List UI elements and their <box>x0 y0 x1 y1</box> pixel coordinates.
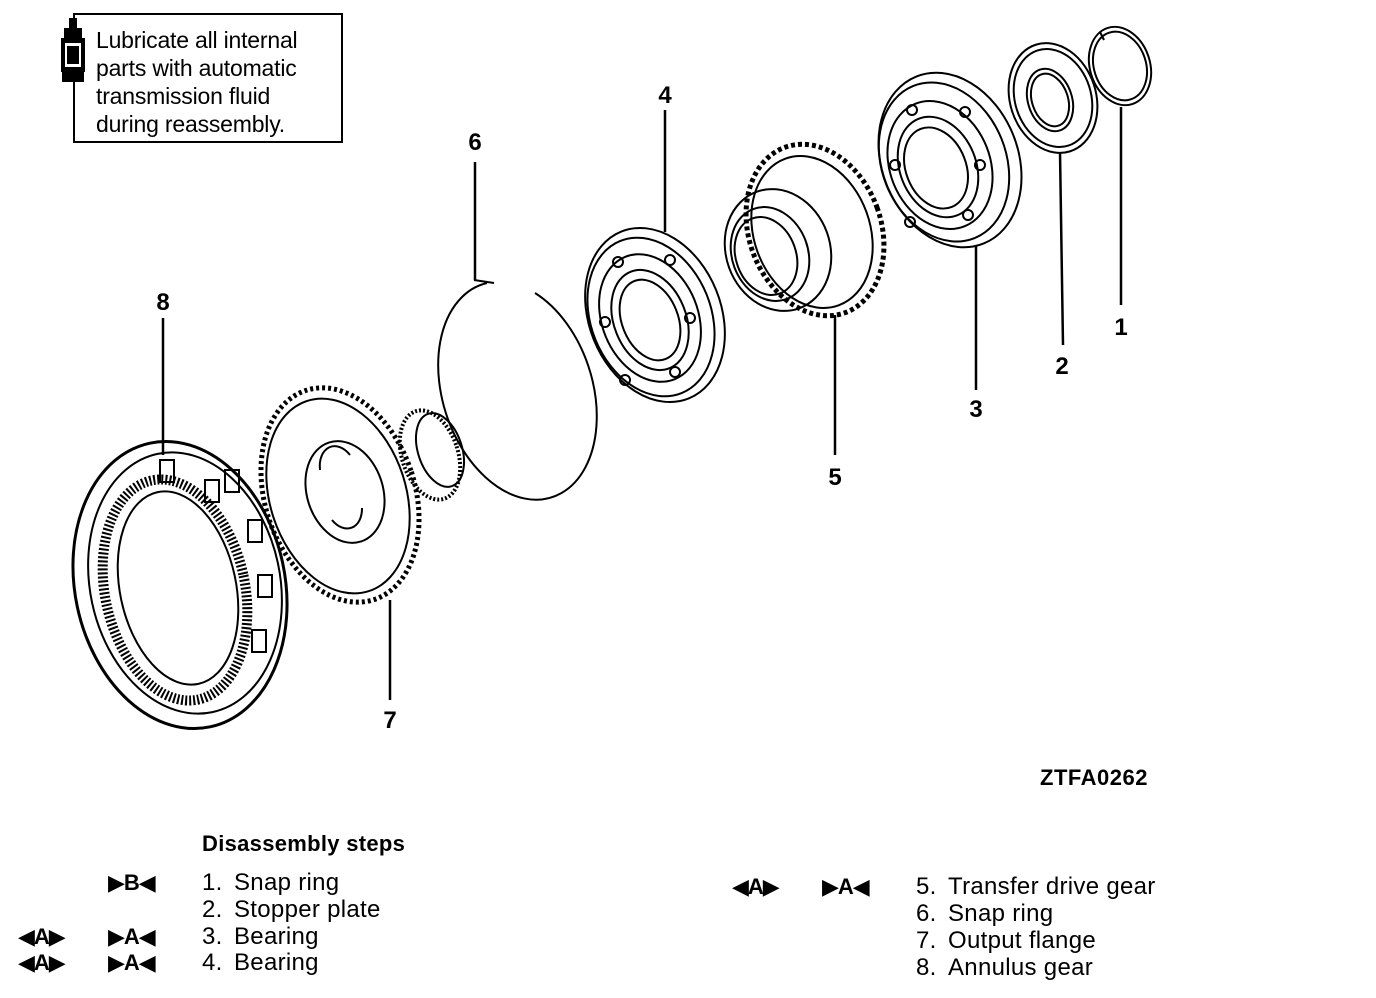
part-7-output-flange <box>258 385 465 605</box>
step-3-mark-left: ◀A▶ <box>18 924 66 949</box>
part-label-1: 1 <box>1114 314 1127 341</box>
note-line: transmission fluid <box>96 83 271 109</box>
part-3-bearing <box>877 71 1023 249</box>
note-line: parts with automatic <box>96 55 297 81</box>
step-1-mark-right: ▶B◀ <box>108 870 156 895</box>
step-3: 3. Bearing <box>202 923 319 950</box>
step-label: Snap ring <box>234 869 340 896</box>
step-5: 5. Transfer drive gear <box>916 873 1156 900</box>
step-label: Bearing <box>234 949 319 976</box>
part-2-stopper-plate <box>1007 42 1099 154</box>
step-label: Snap ring <box>948 900 1054 927</box>
step-number: 7. <box>916 927 937 954</box>
figure-id: ZTFA0262 <box>1040 765 1148 790</box>
part-1-snap-ring <box>1087 25 1153 107</box>
leader-lines <box>161 107 1123 700</box>
step-8: 8. Annulus gear <box>916 954 1093 981</box>
step-label: Transfer drive gear <box>948 873 1156 900</box>
step-label: Stopper plate <box>234 896 381 923</box>
part-label-2: 2 <box>1055 353 1068 380</box>
step-number: 8. <box>916 954 937 981</box>
part-label-6: 6 <box>468 129 481 156</box>
step-4-mark-left: ◀A▶ <box>18 950 66 975</box>
step-5-mark-left: ◀A▶ <box>732 874 780 899</box>
part-6-snap-ring <box>437 279 598 501</box>
step-number: 5. <box>916 873 937 900</box>
lubrication-note-text: Lubricate all internal parts with automa… <box>96 26 336 138</box>
step-number: 1. <box>202 869 223 896</box>
part-label-4: 4 <box>658 82 672 109</box>
lubrication-note <box>73 13 343 143</box>
part-label-8: 8 <box>156 289 169 316</box>
step-6: 6. Snap ring <box>916 900 1053 927</box>
step-number: 3. <box>202 923 223 950</box>
part-8-annulus-gear <box>71 439 289 731</box>
step-7: 7. Output flange <box>916 927 1096 954</box>
steps-title: Disassembly steps <box>202 831 406 856</box>
part-4-bearing <box>584 226 726 404</box>
step-2: 2. Stopper plate <box>202 896 381 923</box>
step-3-mark-right: ▶A◀ <box>108 924 156 949</box>
step-5-mark-right: ▶A◀ <box>822 874 870 899</box>
step-label: Bearing <box>234 923 319 950</box>
part-label-7: 7 <box>383 707 396 734</box>
oil-bottle-icon <box>61 18 85 82</box>
step-1: 1. Snap ring <box>202 869 339 896</box>
step-4: 4. Bearing <box>202 949 319 976</box>
note-line: Lubricate all internal <box>96 27 298 53</box>
step-4-mark-right: ▶A◀ <box>108 950 156 975</box>
step-label: Output flange <box>948 927 1097 954</box>
step-number: 6. <box>916 900 937 927</box>
step-number: 4. <box>202 949 223 976</box>
step-label: Annulus gear <box>948 954 1094 981</box>
step-number: 2. <box>202 896 223 923</box>
part-label-5: 5 <box>828 464 841 491</box>
note-line: during reassembly. <box>96 111 286 137</box>
part-label-3: 3 <box>969 396 982 423</box>
part-5-transfer-drive-gear <box>723 141 887 319</box>
